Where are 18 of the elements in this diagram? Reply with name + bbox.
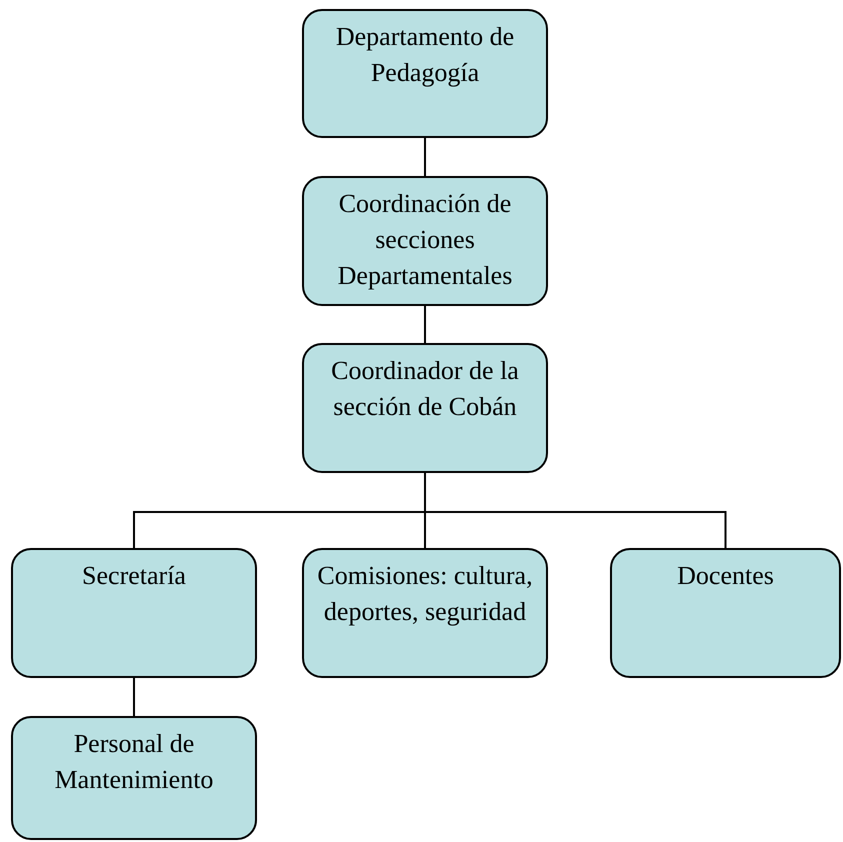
box-label: Departamento de Pedagogía	[334, 21, 516, 89]
box-label: Comisiones: cultura, deportes, seguridad	[316, 560, 534, 628]
connector-line	[424, 473, 726, 548]
org-box	[302, 9, 548, 138]
box-label: Coordinador de la sección de Cobán	[330, 355, 520, 423]
box-label: Personal de Mantenimiento	[54, 728, 214, 796]
box-label: Docentes	[677, 560, 774, 592]
connector-line	[133, 678, 135, 716]
connector-line	[424, 306, 426, 343]
org-box	[11, 716, 257, 840]
box-label: Coordinación de secciones Departamentales	[336, 188, 514, 292]
org-box	[302, 176, 548, 306]
org-box	[11, 548, 257, 678]
connector-line	[424, 138, 426, 176]
org-box	[302, 343, 548, 473]
org-box	[302, 548, 548, 678]
org-box	[610, 548, 841, 678]
box-label: Secretaría	[82, 560, 186, 592]
